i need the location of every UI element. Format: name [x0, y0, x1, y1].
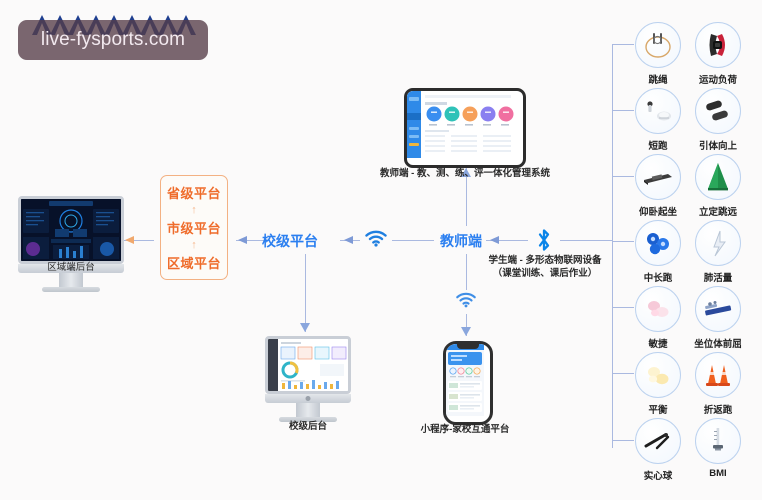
- icon-branch-1: [612, 44, 634, 45]
- wifi-icon: [364, 229, 388, 252]
- standing-long-jump-icon: [695, 154, 741, 200]
- icon-label-bmi: BMI: [709, 468, 727, 479]
- jump-rope-icon: [635, 22, 681, 68]
- connector-school-to-wifi: [340, 240, 360, 241]
- connector-school-down: [305, 254, 306, 332]
- connector-wifi-to-teacher: [392, 240, 434, 241]
- miniprogram-phone-caption: 小程序-家校互通平台: [420, 424, 510, 435]
- wifi-icon-lower: [455, 291, 477, 313]
- platform-province[interactable]: 省级平台: [166, 186, 221, 201]
- region-backend-monitor: [18, 196, 124, 292]
- icon-label-sit-and-reach: 坐位体前屈: [694, 339, 742, 350]
- connector-platform-to-school: [236, 240, 266, 241]
- agility-icon: [635, 286, 681, 332]
- school-backend-monitor: [265, 336, 351, 422]
- icon-label-balance: 平衡: [648, 405, 668, 416]
- icon-branch-4: [612, 241, 634, 242]
- icon-cell-long-jump[interactable]: 立定跳远: [687, 154, 749, 218]
- student-end-caption-line1: 学生端 - 多形态物联网设备: [488, 255, 602, 266]
- icon-cell-sit-up[interactable]: 仰卧起坐: [627, 154, 689, 218]
- platform-region[interactable]: 区域平台: [166, 256, 221, 271]
- sport-load-band-icon: [695, 22, 741, 68]
- icon-label-shuttle-run: 折返跑: [703, 405, 733, 416]
- sit-and-reach-icon: [695, 286, 741, 332]
- region-backend-caption: 区域端后台: [47, 262, 95, 273]
- vital-capacity-icon: [695, 220, 741, 266]
- teacher-tablet: [404, 88, 526, 168]
- connector-bt-to-devices: [560, 240, 612, 241]
- icon-branch-5: [612, 307, 634, 308]
- middle-distance-run-icon: [635, 220, 681, 266]
- icon-cell-middle-run[interactable]: 中长跑: [627, 220, 689, 284]
- sit-up-mat-icon: [635, 154, 681, 200]
- icon-branch-6: [612, 373, 634, 374]
- icon-label-long-jump: 立定跳远: [698, 207, 737, 218]
- watermark-badge: live-fysports.com: [18, 20, 208, 60]
- pull-up-grips-icon: [695, 88, 741, 134]
- school-platform-label[interactable]: 校级平台: [262, 233, 318, 249]
- school-backend-caption: 校级后台: [288, 421, 327, 432]
- connector-region-to-platform: [118, 240, 154, 241]
- platform-city[interactable]: 市级平台: [166, 221, 221, 236]
- icon-label-middle-run: 中长跑: [643, 273, 673, 284]
- icon-cell-sit-and-reach[interactable]: 坐位体前屈: [687, 286, 749, 350]
- platform-arrow-up-2: ↑: [191, 239, 197, 251]
- icon-cell-jump-rope[interactable]: 跳绳: [627, 22, 689, 86]
- balance-icon: [635, 352, 681, 398]
- icon-label-vital-capacity: 肺活量: [703, 273, 733, 284]
- icon-branch-3: [612, 176, 634, 177]
- connector-teacher-up: [466, 168, 467, 226]
- icon-cell-sport-load[interactable]: 运动负荷: [687, 22, 749, 86]
- teacher-end-label[interactable]: 教师端: [440, 233, 482, 249]
- student-end-caption-line2: （课堂训练、课后作业）: [492, 268, 598, 279]
- miniprogram-phone: [443, 341, 493, 425]
- icon-label-pull-up: 引体向上: [698, 141, 737, 152]
- icon-label-sprint: 短跑: [648, 141, 668, 152]
- platform-stack: 省级平台 ↑ 市级平台 ↑ 区域平台: [160, 175, 228, 280]
- sprint-sensor-icon: [635, 88, 681, 134]
- connector-teacher-to-bt: [486, 240, 528, 241]
- bluetooth-icon: [536, 228, 552, 257]
- icon-cell-shuttle-run[interactable]: 折返跑: [687, 352, 749, 416]
- icon-bus-trunk: [612, 44, 613, 448]
- icon-label-sit-up: 仰卧起坐: [638, 207, 677, 218]
- shuttle-run-cones-icon: [695, 352, 741, 398]
- icon-cell-vital-capacity[interactable]: 肺活量: [687, 220, 749, 284]
- icon-branch-2: [612, 110, 634, 111]
- icon-cell-bmi[interactable]: BMI: [687, 418, 749, 479]
- icon-label-agility: 敏捷: [648, 339, 668, 350]
- connector-phone-down: [466, 314, 467, 336]
- icon-cell-pull-up[interactable]: 引体向上: [687, 88, 749, 152]
- icon-cell-solid-ball[interactable]: 实心球: [627, 418, 689, 482]
- icon-label-sport-load: 运动负荷: [698, 75, 737, 86]
- teacher-tablet-caption: 教师端 - 教、测、练、评一体化管理系统: [380, 168, 550, 179]
- icon-label-jump-rope: 跳绳: [648, 75, 668, 86]
- platform-arrow-up-1: ↑: [191, 204, 197, 216]
- watermark-text: live-fysports.com: [40, 29, 186, 50]
- icon-cell-sprint[interactable]: 短跑: [627, 88, 689, 152]
- icon-label-solid-ball: 实心球: [643, 471, 673, 482]
- icon-branch-7: [612, 440, 634, 441]
- icon-cell-agility[interactable]: 敏捷: [627, 286, 689, 350]
- bmi-scale-icon: [695, 418, 741, 464]
- icon-cell-balance[interactable]: 平衡: [627, 352, 689, 416]
- solid-ball-icon: [635, 418, 681, 464]
- connector-teacher-down: [466, 254, 467, 290]
